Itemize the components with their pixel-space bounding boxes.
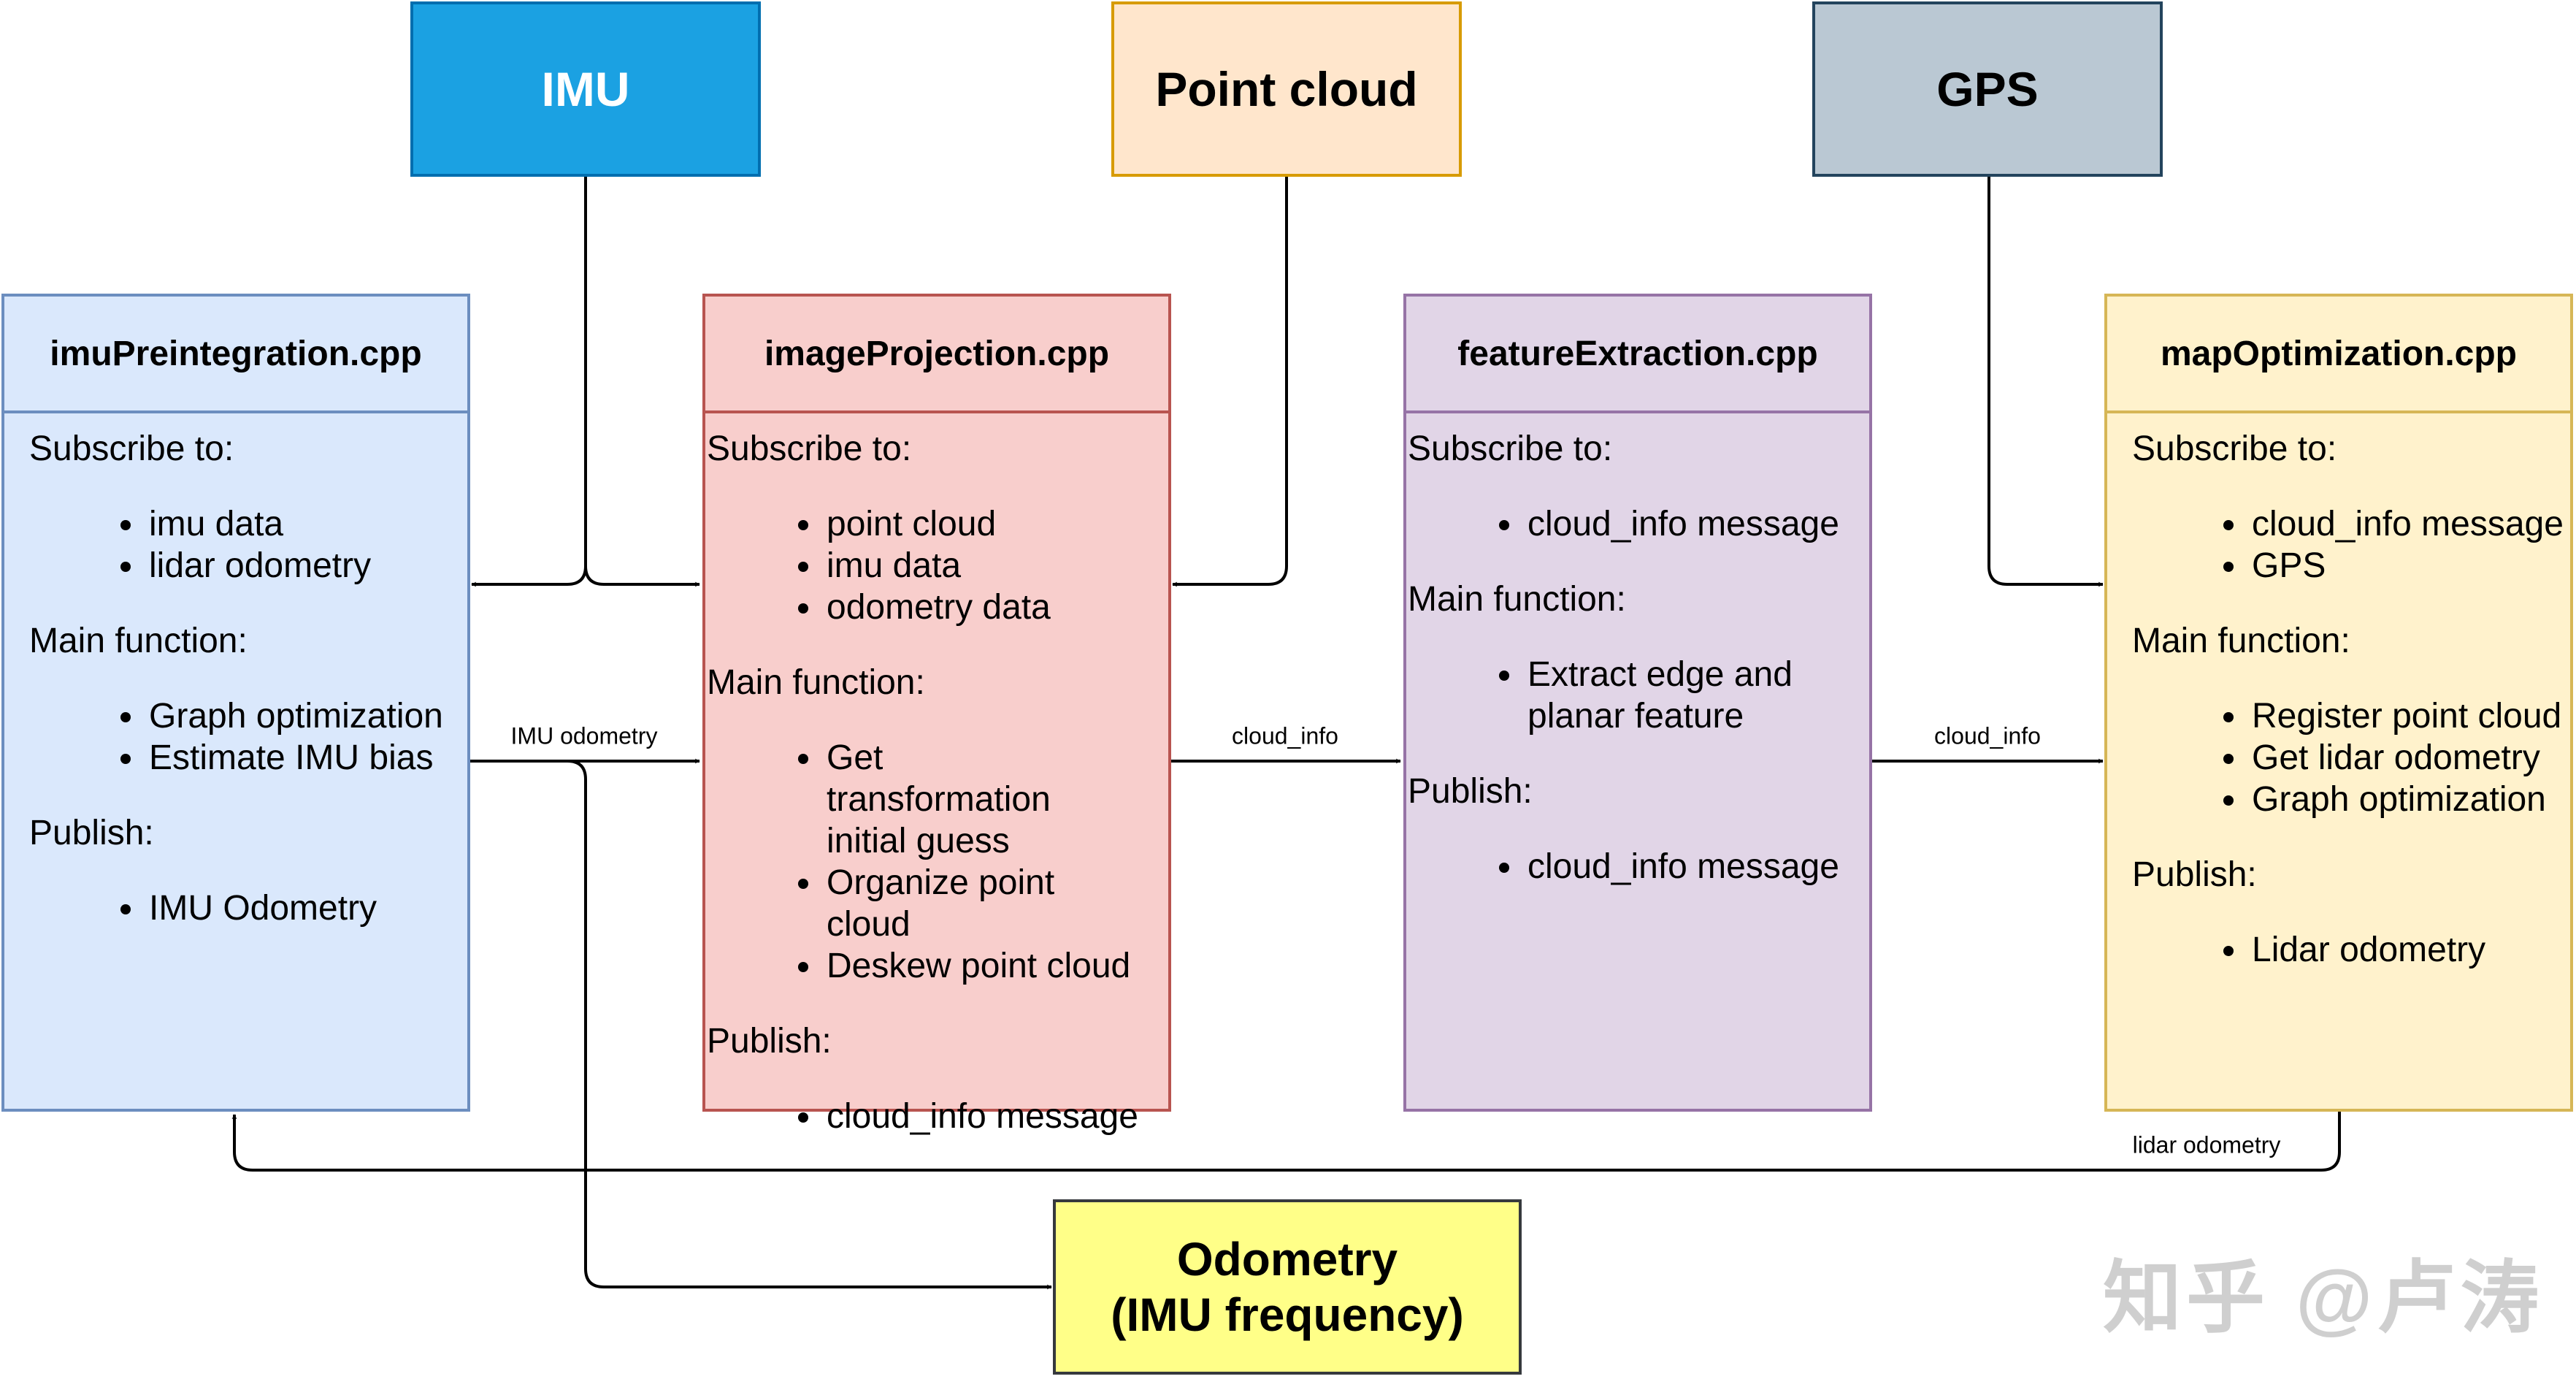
source-point-cloud-label: Point cloud: [1155, 62, 1418, 116]
module-image-projection: imageProjection.cpp Subscribe to: point …: [702, 294, 1171, 1136]
list-item: Extract edge and planar feature: [1525, 654, 1869, 737]
edge-pointcloud-to-imageprojection: [1172, 175, 1288, 587]
subscribe-list: cloud_info message: [1408, 503, 1869, 545]
list-item: Graph optimization: [2249, 779, 2570, 820]
list-item: Get transformation initial guess: [824, 737, 1146, 862]
publish-heading: Publish:: [1408, 772, 1533, 811]
module-title: imageProjection.cpp: [705, 297, 1168, 413]
subscribe-list: imu data lidar odometry: [29, 503, 467, 587]
list-item: cloud_info message: [1525, 503, 1869, 545]
publish-heading: Publish:: [2132, 855, 2257, 894]
list-item: cloud_info message: [2249, 503, 2570, 545]
list-item: Graph optimization: [146, 695, 467, 737]
list-item: odometry data: [824, 587, 1168, 628]
output-title: Odometry: [1176, 1233, 1398, 1286]
module-title: imuPreintegration.cpp: [4, 297, 467, 413]
module-title: mapOptimization.cpp: [2107, 297, 2570, 413]
edge-label-cloud-info-2: cloud_info: [1930, 722, 2045, 750]
source-point-cloud: Point cloud: [1111, 1, 1462, 177]
function-heading: Main function:: [29, 622, 248, 660]
function-heading: Main function:: [707, 663, 925, 702]
publish-list: cloud_info message: [1408, 846, 1869, 887]
subscribe-heading: Subscribe to:: [707, 429, 912, 468]
list-item: Deskew point cloud: [824, 945, 1146, 987]
subscribe-heading: Subscribe to:: [1408, 429, 1613, 468]
edge-imu-to-imupreintegration: [471, 175, 587, 587]
function-list: Graph optimization Estimate IMU bias: [29, 695, 467, 779]
edge-imu-to-imageprojection: [584, 175, 700, 587]
list-item: Lidar odometry: [2249, 929, 2570, 971]
module-imu-preintegration: imuPreintegration.cpp Subscribe to: imu …: [1, 294, 470, 1112]
source-gps-label: GPS: [1936, 62, 2039, 116]
edge-label-lidar-odometry: lidar odometry: [2128, 1131, 2285, 1159]
function-heading: Main function:: [2132, 622, 2350, 660]
publish-heading: Publish:: [707, 1022, 832, 1061]
list-item: Get lidar odometry: [2249, 737, 2570, 779]
publish-list: Lidar odometry: [2132, 929, 2570, 971]
edge-label-cloud-info-1: cloud_info: [1227, 722, 1343, 750]
function-heading: Main function:: [1408, 580, 1626, 619]
module-map-optimization: mapOptimization.cpp Subscribe to: cloud_…: [2104, 294, 2573, 1112]
edge-lidar-odometry: [231, 1112, 2341, 1172]
module-title: featureExtraction.cpp: [1406, 297, 1869, 413]
source-imu-label: IMU: [541, 62, 630, 116]
subscribe-list: point cloud imu data odometry data: [707, 503, 1168, 628]
edge-label-imu-odometry: IMU odometry: [506, 722, 662, 750]
output-subtitle: (IMU frequency): [1111, 1288, 1464, 1341]
list-item: imu data: [824, 545, 1168, 587]
list-item: cloud_info message: [824, 1096, 1168, 1137]
publish-list: IMU Odometry: [29, 887, 467, 929]
function-list: Extract edge and planar feature: [1408, 654, 1869, 737]
list-item: imu data: [146, 503, 467, 545]
publish-list: cloud_info message: [707, 1096, 1168, 1137]
function-list: Get transformation initial guess Organiz…: [707, 737, 1168, 987]
list-item: Register point cloud: [2249, 695, 2570, 737]
list-item: cloud_info message: [1525, 846, 1869, 887]
module-feature-extraction: featureExtraction.cpp Subscribe to: clou…: [1403, 294, 1872, 1112]
subscribe-list: cloud_info message GPS: [2132, 503, 2570, 587]
source-imu: IMU: [410, 1, 761, 177]
list-item: Estimate IMU bias: [146, 737, 467, 779]
output-odometry: Odometry (IMU frequency): [1053, 1199, 1522, 1375]
list-item: IMU Odometry: [146, 887, 467, 929]
list-item: Organize point cloud: [824, 862, 1146, 945]
edge-gps-to-mapoptimization: [1987, 175, 2104, 587]
subscribe-heading: Subscribe to:: [2132, 429, 2337, 468]
source-gps: GPS: [1812, 1, 2163, 177]
publish-heading: Publish:: [29, 814, 154, 852]
list-item: lidar odometry: [146, 545, 467, 587]
list-item: point cloud: [824, 503, 1168, 545]
watermark: 知乎 @卢涛: [2103, 1253, 2544, 1342]
subscribe-heading: Subscribe to:: [29, 429, 234, 468]
function-list: Register point cloud Get lidar odometry …: [2132, 695, 2570, 820]
list-item: GPS: [2249, 545, 2570, 587]
edge-to-output: [567, 760, 1052, 1290]
